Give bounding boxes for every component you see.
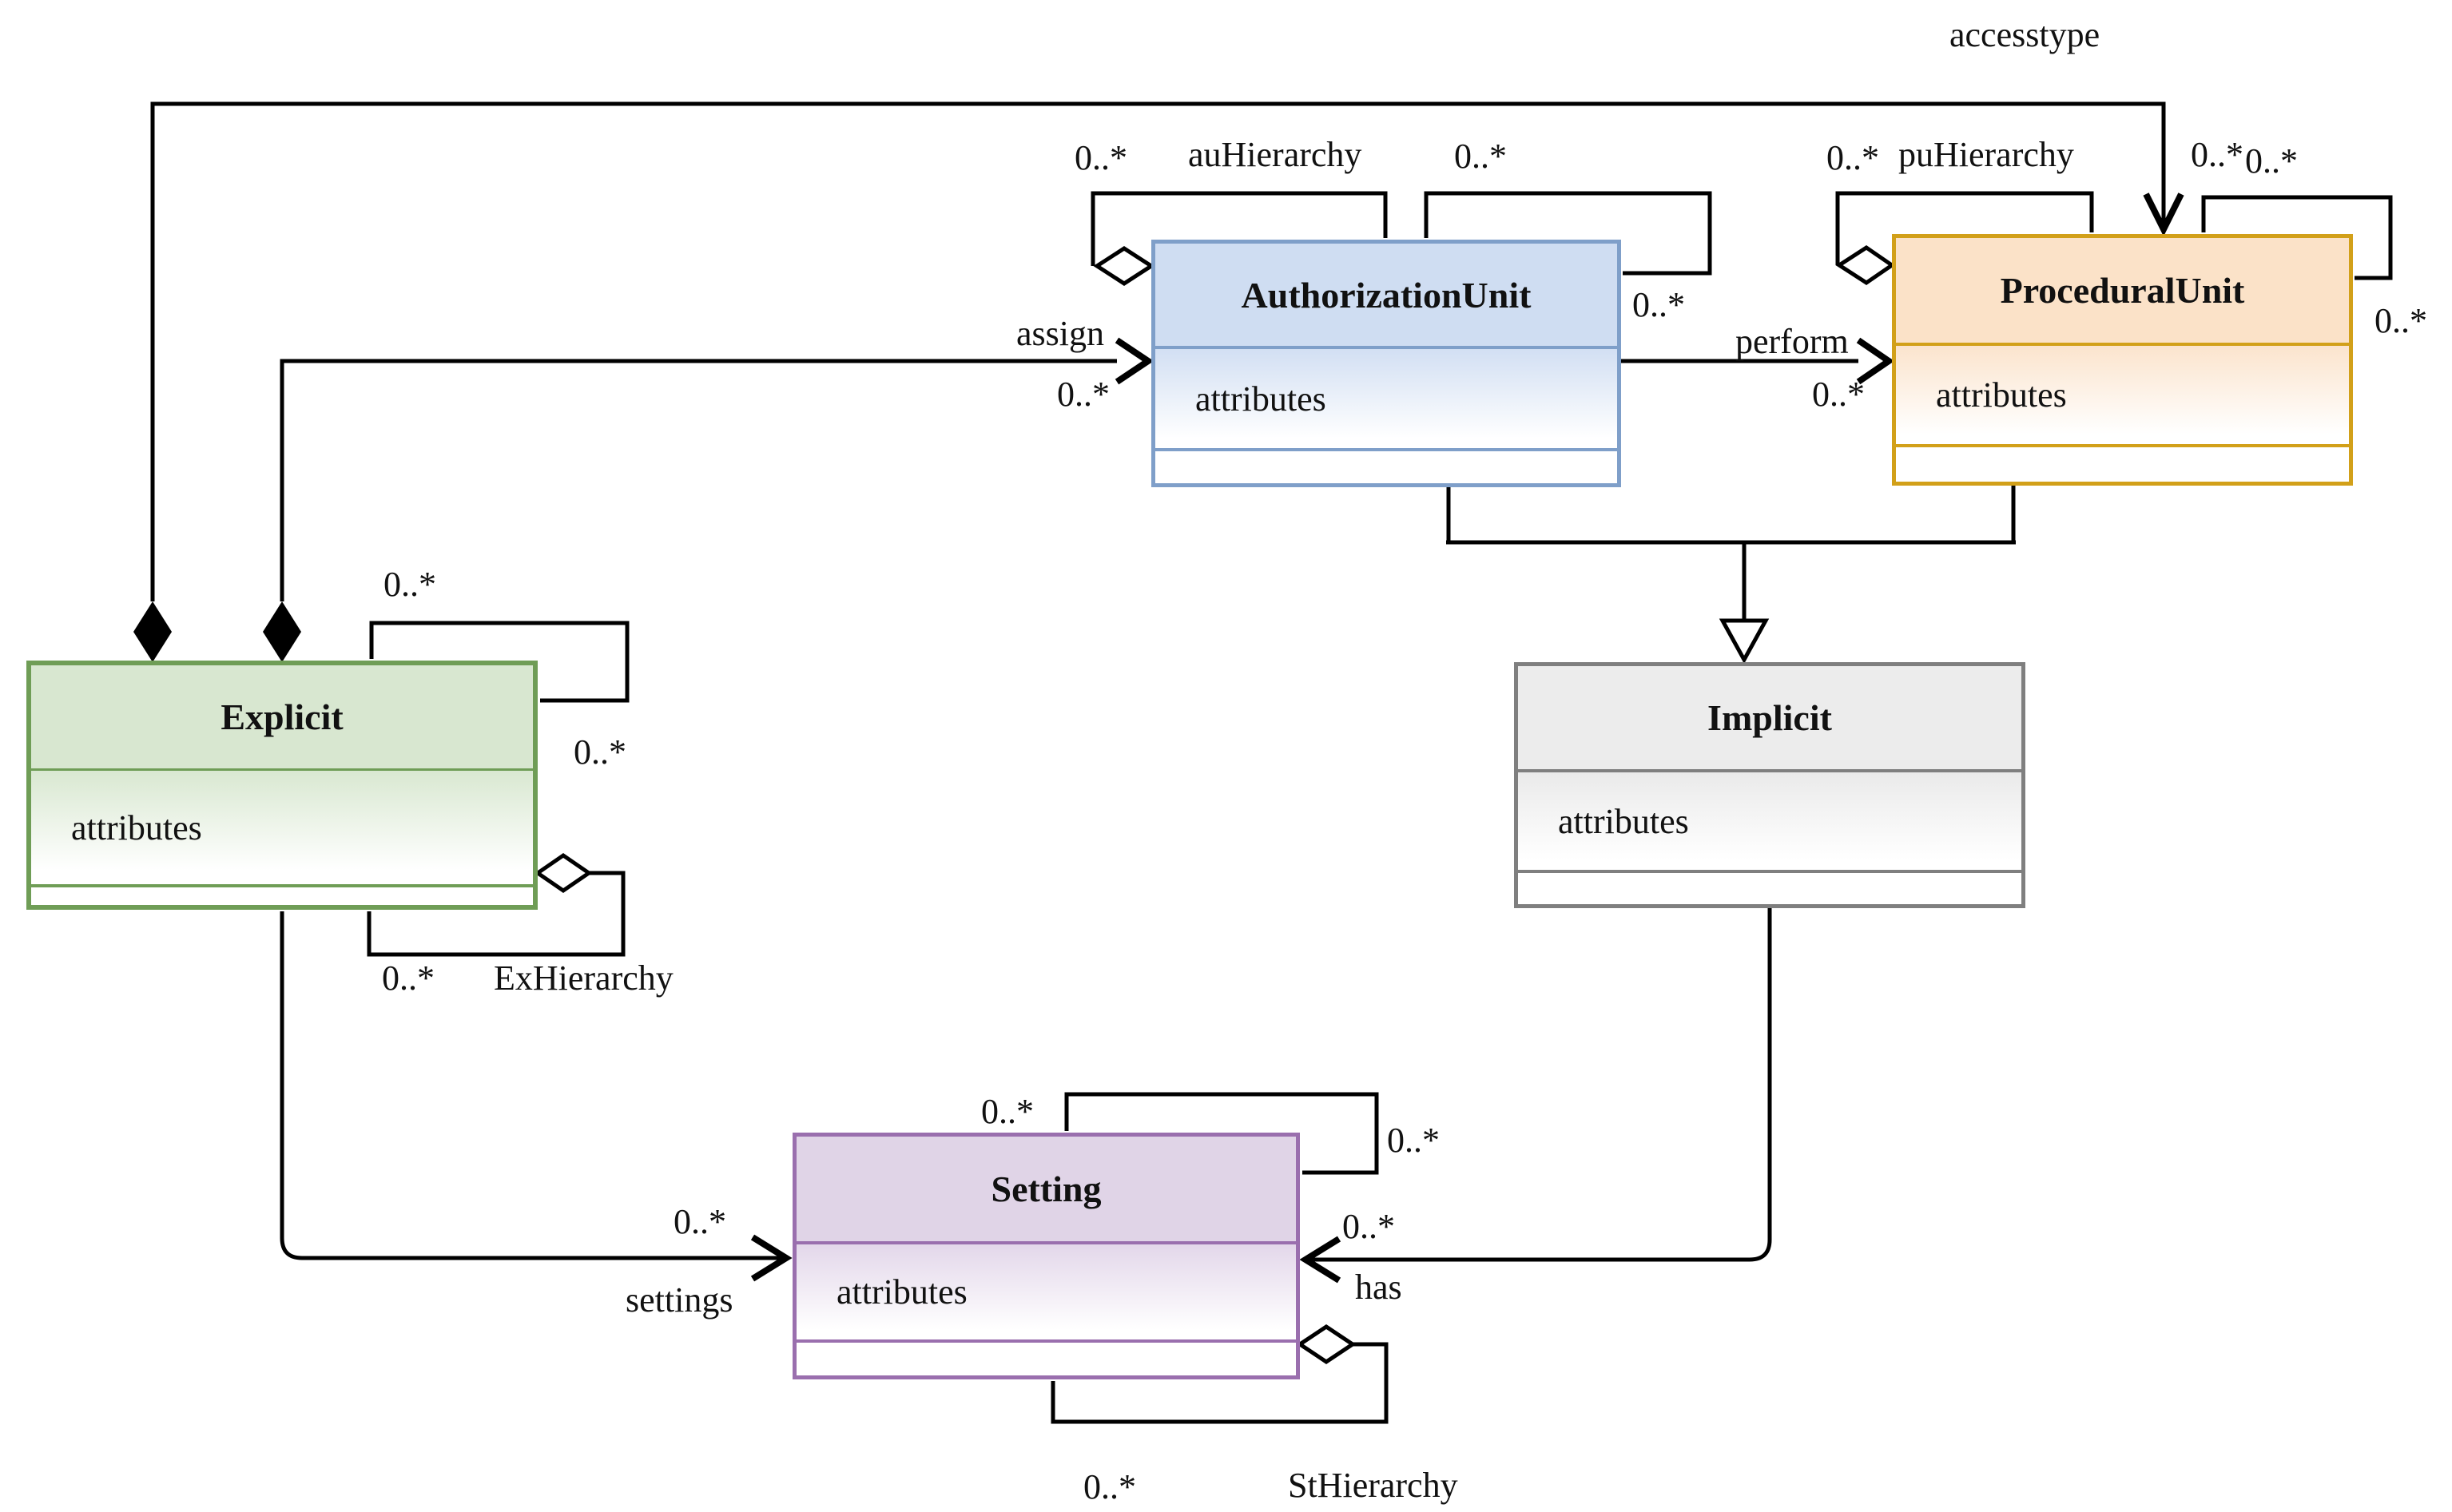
label-settings-mult: 0..* [674, 1202, 726, 1241]
label-perform-name: perform [1735, 322, 1849, 361]
class-attributes: attributes [1155, 349, 1617, 451]
label-pu-self-mult-end: 0..* [2375, 301, 2427, 340]
class-implicit[interactable]: Implicit attributes [1514, 662, 2025, 908]
label-ex-hierarchy-name: ExHierarchy [494, 958, 674, 998]
label-pu-hierarchy-name: puHierarchy [1898, 135, 2074, 174]
label-st-self-mult-left: 0..* [981, 1092, 1034, 1131]
label-au-self-mult-top: 0..* [1454, 137, 1507, 176]
aggregation-diamond-pu [1835, 244, 1896, 286]
label-st-hierarchy-mult: 0..* [1083, 1467, 1136, 1506]
association-au-self [1424, 191, 1712, 276]
label-ex-hierarchy-mult: 0..* [382, 958, 435, 998]
class-name: Setting [797, 1137, 1296, 1244]
association-perform [1621, 337, 1895, 385]
association-assign [263, 337, 1154, 662]
association-ex-self [369, 621, 630, 703]
class-operations-empty [1896, 447, 2349, 482]
class-explicit[interactable]: Explicit attributes [26, 661, 538, 910]
association-st-hierarchy [1051, 1323, 1389, 1424]
label-perform-mult: 0..* [1812, 375, 1865, 414]
aggregation-diamond-au [1093, 246, 1155, 286]
arrowhead-settings [750, 1234, 793, 1282]
label-settings-name: settings [626, 1280, 733, 1320]
label-pu-hierarchy-mult: 0..* [1826, 138, 1879, 177]
label-pu-self-mult-top: 0..* [2245, 141, 2298, 181]
association-ex-hierarchy [367, 852, 626, 957]
class-attributes: attributes [1896, 346, 2349, 447]
class-procedural-unit[interactable]: ProceduralUnit attributes [1892, 234, 2353, 486]
generalization-to-implicit [1446, 483, 2016, 665]
label-ex-self-mult-end: 0..* [574, 732, 626, 772]
label-st-hierarchy-name: StHierarchy [1288, 1466, 1458, 1505]
label-accesstype-name: accesstype [1949, 15, 2100, 54]
association-st-self [1064, 1092, 1379, 1175]
label-au-hierarchy-mult: 0..* [1075, 138, 1127, 177]
class-attributes: attributes [1518, 772, 2021, 873]
class-setting[interactable]: Setting attributes [793, 1133, 1300, 1379]
association-pu-hierarchy [1835, 191, 2094, 286]
association-au-hierarchy [1091, 191, 1388, 286]
class-name: Explicit [31, 665, 533, 771]
class-operations-empty [797, 1343, 1296, 1375]
label-ex-self-mult-top: 0..* [383, 565, 436, 604]
label-au-hierarchy-name: auHierarchy [1188, 135, 1362, 174]
arrowhead-has [1299, 1236, 1341, 1284]
label-accesstype-mult: 0..* [2191, 135, 2243, 174]
arrowhead-assign [1115, 337, 1154, 385]
composition-diamond-accesstype [133, 601, 172, 662]
association-pu-self [2201, 195, 2393, 280]
class-operations-empty [1155, 451, 1617, 483]
association-settings [280, 911, 793, 1282]
class-name: ProceduralUnit [1896, 238, 2349, 346]
class-attributes: attributes [797, 1244, 1296, 1343]
label-assign-name: assign [1016, 314, 1104, 353]
class-name: Implicit [1518, 666, 2021, 772]
aggregation-diamond-st [1296, 1323, 1357, 1365]
composition-diamond-assign [263, 601, 301, 662]
label-au-self-mult-end: 0..* [1632, 285, 1685, 324]
label-has-mult: 0..* [1342, 1207, 1395, 1246]
class-operations-empty [1518, 873, 2021, 904]
association-has [1299, 908, 1772, 1284]
class-operations-empty [31, 887, 533, 905]
label-has-name: has [1355, 1268, 1402, 1307]
aggregation-diamond-ex [534, 852, 593, 894]
class-attributes: attributes [31, 771, 533, 887]
arrowhead-perform [1856, 337, 1895, 385]
class-name: AuthorizationUnit [1155, 244, 1617, 349]
generalization-triangle [1719, 618, 1770, 665]
arrowhead-accesstype [2143, 192, 2184, 236]
label-st-self-mult-right: 0..* [1387, 1121, 1440, 1160]
association-accesstype [133, 101, 2184, 662]
class-authorization-unit[interactable]: AuthorizationUnit attributes [1151, 240, 1621, 487]
label-assign-mult: 0..* [1057, 375, 1110, 414]
